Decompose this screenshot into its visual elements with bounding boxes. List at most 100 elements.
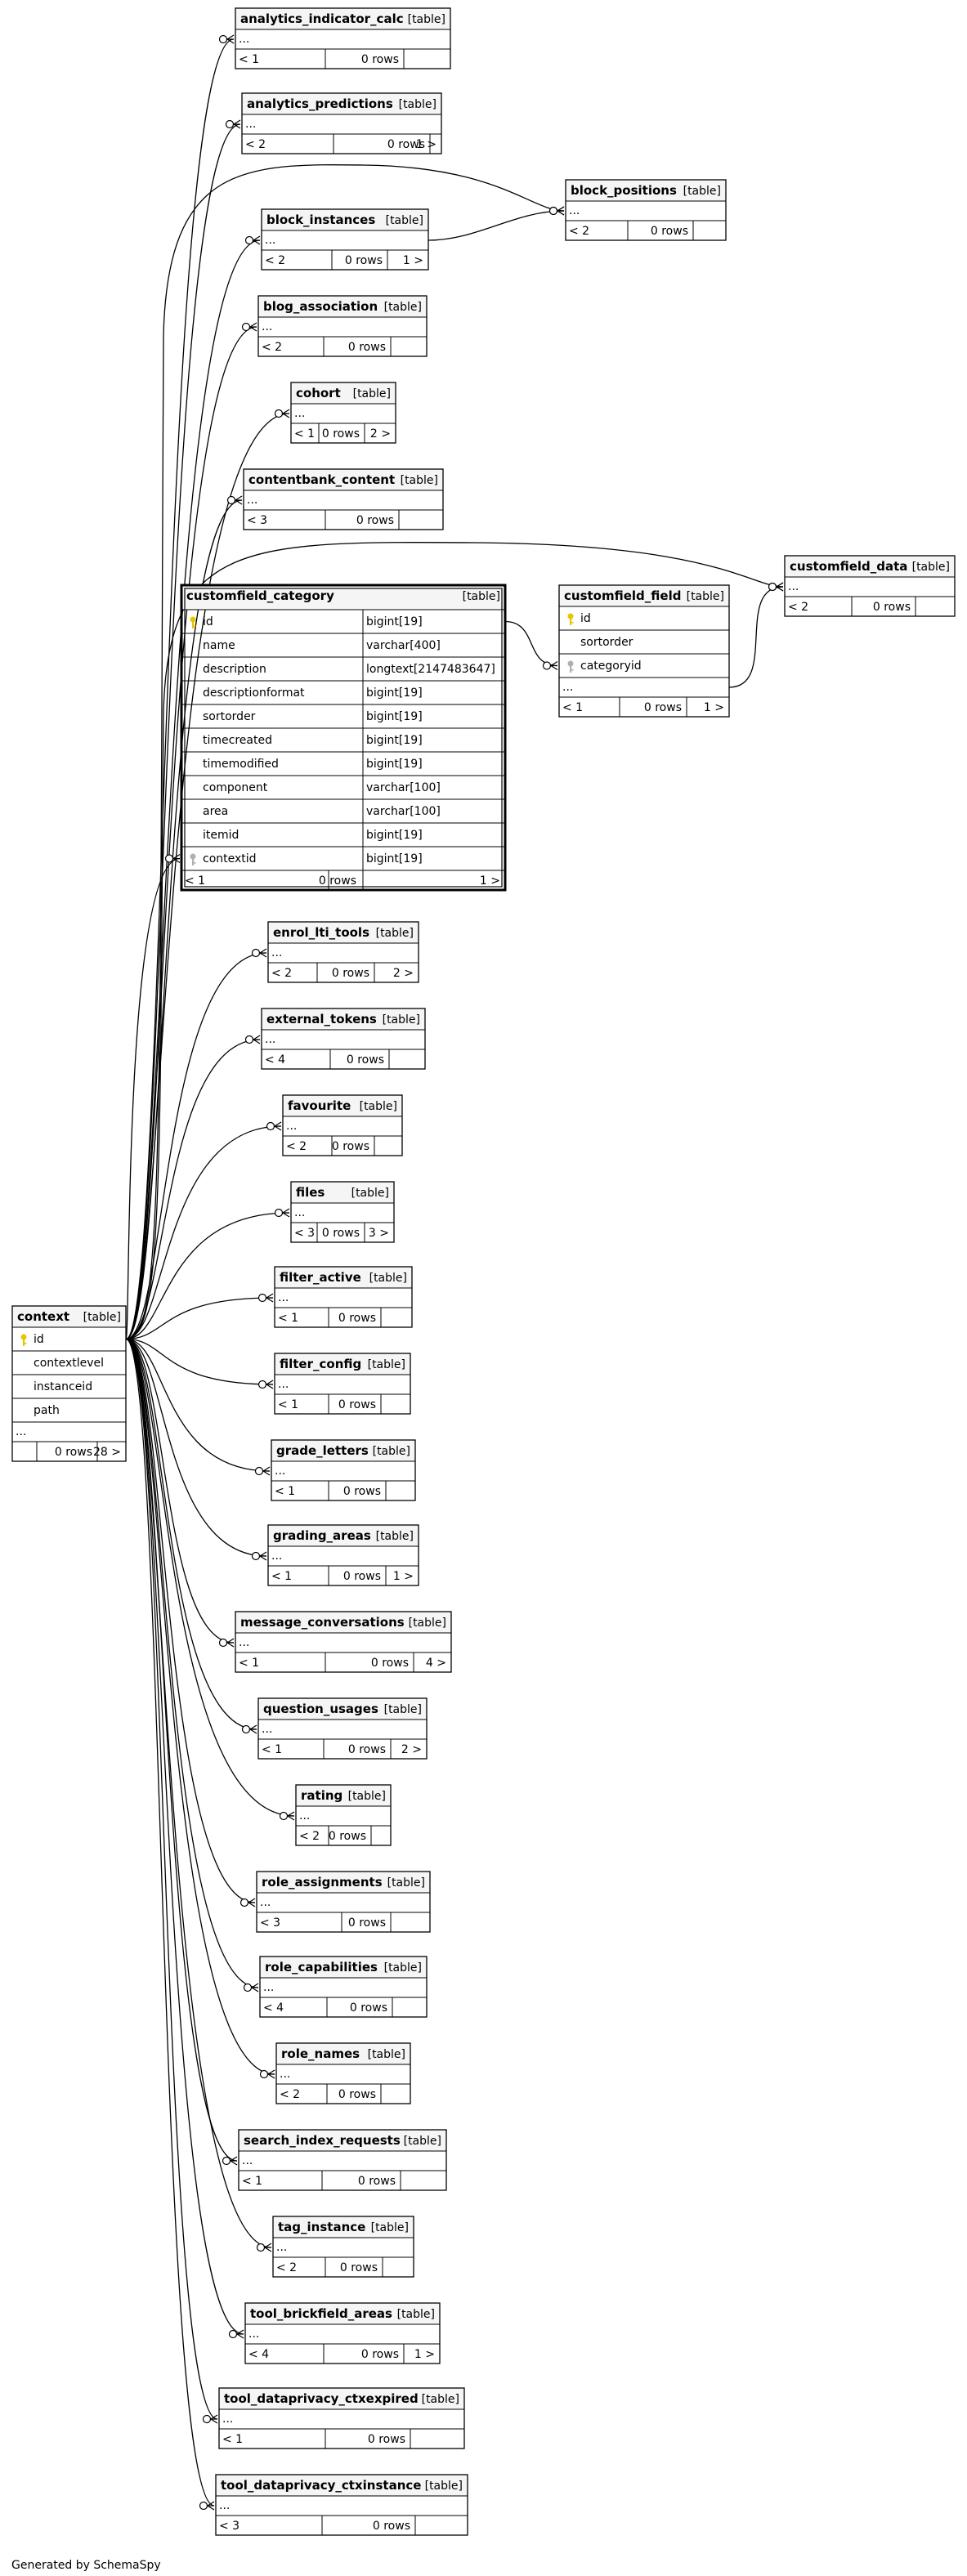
relationship-context-to-role-names <box>125 1338 275 2075</box>
table-name: customfield_category <box>186 588 334 603</box>
crowfoot-marker <box>274 409 290 418</box>
row-count: 0 rows <box>373 2520 410 2533</box>
parent-count: < 2 <box>262 341 282 354</box>
relationship-context-to-analytics-predictions <box>125 123 241 1340</box>
table-context[interactable]: context[table]idcontextlevelinstanceidpa… <box>11 1305 127 1462</box>
table-tool-dataprivacy-ctxinstance[interactable]: tool_dataprivacy_ctxinstance[table]...< … <box>215 2474 468 2536</box>
table-nodes: context[table]idcontextlevelinstanceidpa… <box>11 7 956 2536</box>
row-count: 0 rows <box>651 225 688 238</box>
row-count: 0 rows <box>322 1227 360 1240</box>
more-columns-indicator: ... <box>245 118 256 131</box>
table-name: tag_instance <box>278 2220 365 2234</box>
table-border <box>238 2129 447 2191</box>
crowfoot-marker <box>244 1035 261 1044</box>
table-border <box>244 2302 441 2364</box>
table-type-label: [table] <box>368 2048 405 2061</box>
table-border <box>11 1305 127 1462</box>
column-name: component <box>203 781 268 794</box>
table-border <box>256 1871 431 1933</box>
table-block-positions[interactable]: block_positions [table]... < 2 0 rows <box>565 179 727 241</box>
more-columns-indicator: ... <box>569 204 580 217</box>
relationship-context-to-contentbank-content <box>125 499 243 1340</box>
primary-key-icon <box>20 1334 27 1346</box>
column-name: itemid <box>203 829 239 842</box>
row-count: 0 rows <box>873 601 911 614</box>
table-border <box>235 7 451 69</box>
child-count: 2 > <box>393 967 414 980</box>
parent-count: < 2 <box>280 2088 300 2101</box>
more-columns-indicator: ... <box>262 1723 272 1736</box>
table-border <box>218 2387 465 2449</box>
more-columns-indicator: ... <box>294 1206 305 1219</box>
parent-count: < 2 <box>569 225 589 238</box>
relationship-context-to-grading-areas <box>125 1338 267 1557</box>
table-type-label: [table] <box>368 1358 405 1371</box>
relationship-context-to-tool-dataprivacy-ctxexpired <box>125 1338 218 2420</box>
table-border <box>784 555 956 617</box>
column-type: bigint[19] <box>366 852 423 865</box>
relationship-context-to-tool-dataprivacy-ctxinstance <box>125 1338 215 2507</box>
table-name: blog_association <box>263 299 378 314</box>
table-type-label: [table] <box>384 1703 422 1716</box>
table-tool-dataprivacy-ctxexpired[interactable]: tool_dataprivacy_ctxexpired[table]...< 1… <box>218 2387 465 2449</box>
table-name: question_usages <box>263 1702 378 1716</box>
row-count: 0 rows <box>332 967 369 980</box>
crowfoot-marker <box>241 1724 257 1734</box>
child-count: 1 > <box>480 874 500 888</box>
relationship-context-to-filter-config <box>125 1338 274 1385</box>
crowfoot-marker <box>199 2501 215 2511</box>
table-border <box>290 382 396 444</box>
relationship-context-to-role-assignments <box>125 1338 256 1903</box>
column-type: varchar[100] <box>366 805 441 818</box>
more-columns-indicator: ... <box>278 1291 289 1304</box>
table-border <box>282 1094 403 1156</box>
row-count: 0 rows <box>644 701 682 714</box>
more-columns-indicator: ... <box>299 1809 310 1822</box>
parent-count: < 1 <box>239 1657 259 1670</box>
table-type-label: [table] <box>683 185 721 198</box>
table-name: favourite <box>288 1098 351 1113</box>
column-name: description <box>203 663 266 676</box>
parent-count: < 2 <box>286 1140 307 1153</box>
table-type-label: [table] <box>83 1311 121 1324</box>
table-name: block_positions <box>571 183 677 198</box>
crowfoot-marker <box>542 660 558 671</box>
table-border <box>257 1697 428 1760</box>
column-type: bigint[19] <box>366 758 423 771</box>
crowfoot-marker <box>225 119 241 129</box>
table-border <box>235 1611 452 1673</box>
table-name: role_capabilities <box>265 1960 378 1974</box>
crowfoot-marker <box>251 1551 267 1561</box>
relationship-context-to-customfield-category <box>125 857 181 1340</box>
more-columns-indicator: ... <box>248 2328 259 2341</box>
table-border <box>290 1181 395 1243</box>
table-customfield-field[interactable]: customfield_field[table]idsortordercateg… <box>558 584 730 718</box>
table-type-label: [table] <box>912 561 950 574</box>
